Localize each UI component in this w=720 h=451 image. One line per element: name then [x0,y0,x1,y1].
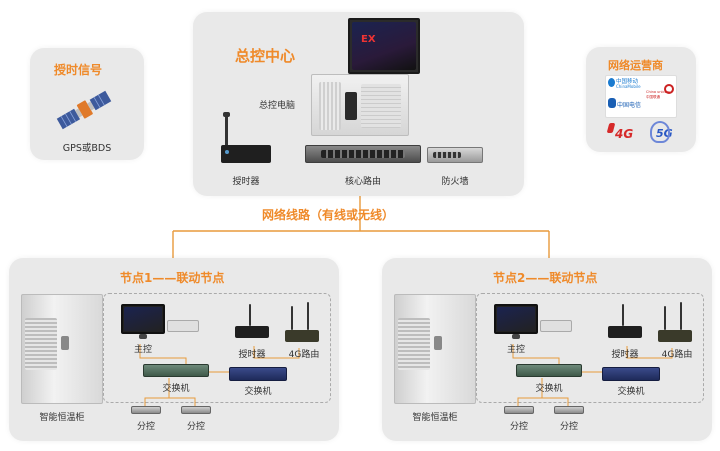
node1-timer-antenna [249,304,251,326]
china-telecom-logo: 中国电信 [617,102,642,109]
node2-cabinet-label: 智能恒温柜 [412,413,458,423]
node1-title: 节点1——联动节点 [120,271,225,285]
node2-switch-a-icon [516,364,582,377]
node1-equipment-area [103,293,331,403]
node2-timer-antenna [622,304,624,326]
node2-switch-a-label: 交换机 [535,384,563,394]
node2-timer-icon [608,326,642,338]
node1-sub2-icon [181,406,211,414]
china-unicom-en: China unicom [646,90,670,94]
carrier-panel-title: 网络运营商 [608,59,663,72]
timer-device-icon [221,145,271,163]
carrier-logo-card [605,75,677,118]
network-operator-panel: 网络运营商 中国移动 ChinaMobile China unicom 中国联通… [586,47,696,152]
core-router-label: 核心路由 [344,177,381,187]
node2-sub1-label: 分控 [509,422,528,432]
node1-timer-icon [235,326,269,338]
timing-panel-title: 授时信号 [54,63,103,77]
node1-sub1-icon [131,406,161,414]
china-unicom-icon [664,84,674,94]
node1-cabinet-label: 智能恒温柜 [39,413,85,423]
node1-panel: 节点1——联动节点 智能恒温柜 主控 授时器 [9,258,339,441]
node2-host-label: 主控 [506,345,525,355]
node2-sub2-label: 分控 [559,422,578,432]
node2-switch-b-icon [602,367,660,381]
node1-sub2-label: 分控 [186,422,205,432]
node1-4g-router-label: 4G路由 [288,350,320,360]
monitor-screen-text: EX [361,34,376,45]
china-mobile-logo: 中国移动 [616,79,639,85]
control-center-panel: 总控中心 EX 总控电脑 授时器 核心路由 防火墙 [193,12,524,196]
node2-timer-label: 授时器 [611,350,639,360]
timing-caption: GPS或BDS [62,143,112,154]
china-mobile-en: ChinaMobile [616,84,641,89]
4g-logo: 4G [615,127,634,141]
timing-signal-panel: 授时信号 GPS或BDS [30,48,144,160]
node1-switch-a-icon [143,364,209,377]
node1-sub1-label: 分控 [136,422,155,432]
node2-4g-router-label: 4G路由 [661,350,693,360]
timer-label: 授时器 [232,177,260,187]
node1-switch-b-label: 交换机 [244,387,272,397]
node1-timer-label: 授时器 [238,350,266,360]
satellite-icon [56,90,112,130]
antenna-icon [225,115,228,147]
china-mobile-icon [608,78,615,87]
center-panel-title: 总控中心 [235,47,296,65]
5g-icon [650,121,670,143]
firewall-label: 防火墙 [441,177,469,187]
china-telecom-icon [608,98,616,108]
control-pc-label: 总控电脑 [259,101,296,111]
node2-switch-b-label: 交换机 [617,387,645,397]
node2-equipment-area [476,293,704,403]
node2-sub1-icon [504,406,534,414]
china-unicom-cn: 中国联通 [646,95,660,99]
network-line-label: 网络线路（有线或无线） [262,208,395,222]
node1-switch-a-label: 交换机 [162,384,190,394]
node2-sub2-icon [554,406,584,414]
node1-switch-b-icon [229,367,287,381]
node2-title: 节点2——联动节点 [493,271,598,285]
node1-host-label: 主控 [133,345,152,355]
node2-panel: 节点2——联动节点 智能恒温柜 主控 授时器 [382,258,712,441]
